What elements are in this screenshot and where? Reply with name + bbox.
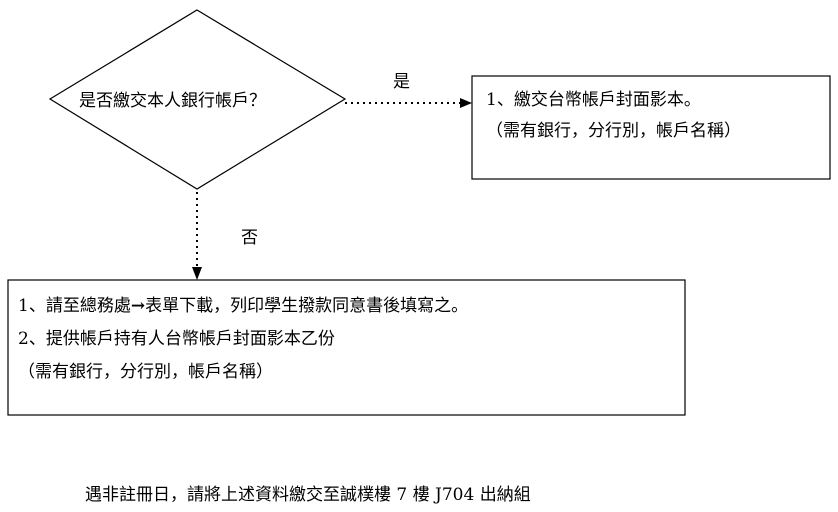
no-box-line-1-suffix: 表單下載，列印學生撥款同意書後填寫之。 — [145, 296, 469, 316]
yes-box-line-1: 1、繳交台幣帳戶封面影本。 — [486, 90, 701, 110]
yes-label: 是 — [393, 72, 410, 92]
decision-question: 是否繳交本人銀行帳戶？ — [79, 91, 266, 111]
right-arrow-icon: → — [130, 296, 146, 316]
decision-diamond — [48, 9, 347, 190]
footer-note: 遇非註冊日，請將上述資料繳交至誠樸樓 7 樓 J704 出納組 — [85, 485, 531, 505]
no-box-line-2: 2、提供帳戶持有人台幣帳戶封面影本乙份 — [18, 329, 335, 349]
no-label: 否 — [241, 228, 258, 248]
yes-arrowhead — [460, 98, 472, 108]
no-arrowhead — [192, 267, 202, 280]
no-box-line-3: （需有銀行，分行別，帳戶名稱） — [18, 362, 273, 382]
no-box-line-1-prefix: 1、請至總務處 — [18, 296, 131, 316]
yes-result-box — [471, 75, 831, 180]
no-result-box — [7, 279, 686, 416]
yes-box-line-2: （需有銀行，分行別，帳戶名稱） — [486, 121, 741, 141]
no-box-line-1: 1、請至總務處→表單下載，列印學生撥款同意書後填寫之。 — [18, 293, 468, 319]
